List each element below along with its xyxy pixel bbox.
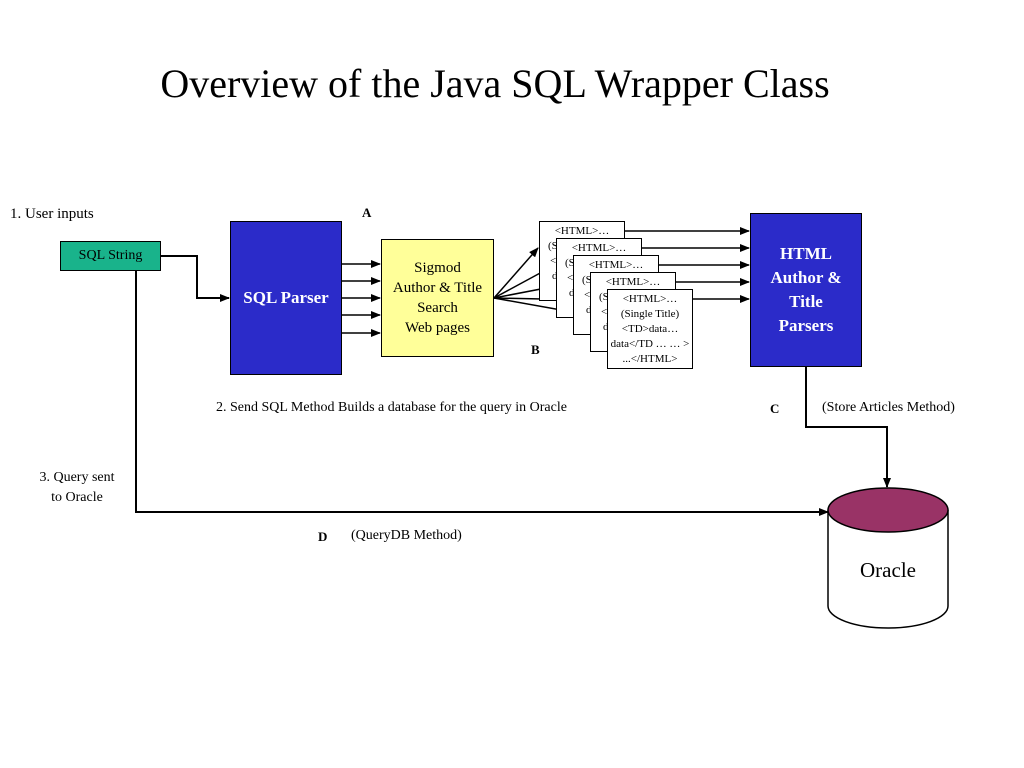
search-line-2: Author & Title xyxy=(392,280,483,296)
page-line: (S xyxy=(565,257,575,269)
page-line: ...</HTML> xyxy=(622,353,678,365)
search-line-3: Search xyxy=(417,300,458,316)
sql-string-box: SQL String xyxy=(60,241,161,271)
step3-line-1: 3. Query sent xyxy=(39,470,115,485)
sql-parser-label: SQL Parser xyxy=(243,288,329,307)
page-line: (Single Title) xyxy=(620,308,680,320)
step3-label: 3. Query sent to Oracle xyxy=(22,468,132,508)
page-line: < xyxy=(550,255,557,267)
page-line: < xyxy=(567,272,574,284)
page-line: < xyxy=(584,289,591,301)
parsers-line-3: Title xyxy=(789,292,823,311)
querydb-method-label: (QueryDB Method) xyxy=(351,528,462,543)
arrow-sqlstring-to-parser xyxy=(161,255,230,302)
page-line: (S xyxy=(582,274,592,286)
page-title: Overview of the Java SQL Wrapper Class xyxy=(160,61,830,106)
step3-line-2: to Oracle xyxy=(51,490,103,505)
parsers-line-1: HTML xyxy=(780,244,832,263)
html-author-title-parsers-box: HTML Author & Title Parsers xyxy=(750,213,862,367)
page-line: <HTML>… xyxy=(571,242,627,254)
page-line: <HTML>… xyxy=(622,293,678,305)
step2-label: 2. Send SQL Method Builds a database for… xyxy=(216,400,567,415)
oracle-database-icon xyxy=(827,487,949,629)
parsers-line-2: Author & xyxy=(770,268,842,287)
html-page-5: <HTML>… (Single Title) <TD>data… data</T… xyxy=(607,289,693,369)
page-line: (S xyxy=(599,291,609,303)
store-articles-method-label: (Store Articles Method) xyxy=(822,400,955,415)
search-line-1: Sigmod xyxy=(414,260,461,276)
page-line: < xyxy=(601,306,608,318)
search-web-pages-box: Sigmod Author & Title Search Web pages xyxy=(381,239,494,357)
page-line: <HTML>… xyxy=(605,276,661,288)
page-line: (S xyxy=(548,240,558,252)
step1-label: 1. User inputs xyxy=(10,206,94,222)
oracle-label: Oracle xyxy=(860,558,916,582)
page-line: <HTML>… xyxy=(588,259,644,271)
label-d: D xyxy=(318,529,328,544)
parsers-line-4: Parsers xyxy=(778,316,834,335)
label-b: B xyxy=(531,342,540,357)
sql-parser-box: SQL Parser xyxy=(230,221,342,375)
arrow-sqlstring-to-oracle xyxy=(135,271,829,516)
page-line: data</TD … … > xyxy=(610,338,690,350)
arrow-parsers-to-oracle xyxy=(805,367,891,488)
search-line-4: Web pages xyxy=(404,320,471,336)
label-a: A xyxy=(362,205,372,220)
page-line: <TD>data… xyxy=(621,323,679,335)
label-c: C xyxy=(770,401,780,416)
sql-string-label: SQL String xyxy=(78,248,143,263)
arrow-fan-1 xyxy=(493,247,539,299)
page-line: <HTML>… xyxy=(554,225,610,237)
